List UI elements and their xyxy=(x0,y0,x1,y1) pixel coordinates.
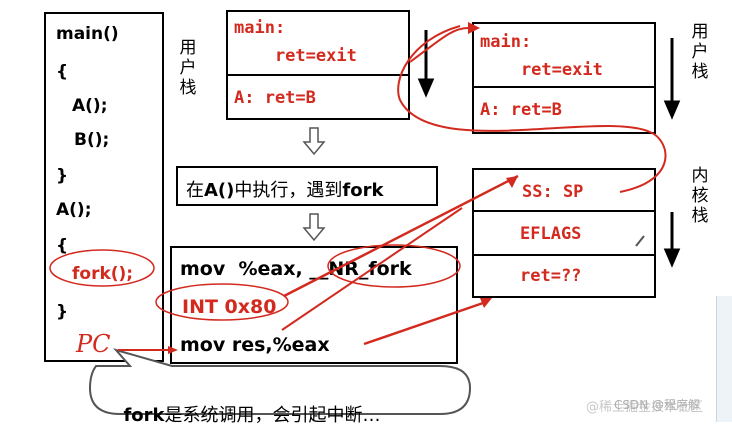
asm-box: mov %eax, __NR_fork INT 0x80 mov res,%ea… xyxy=(170,246,458,364)
left-stack-main-label: main: xyxy=(234,18,286,38)
asm-line-2: INT 0x80 xyxy=(182,296,277,318)
asm-line-3: mov res,%eax xyxy=(180,334,330,356)
exec-bold-a: A() xyxy=(204,180,235,201)
code-line-brace-close: } xyxy=(56,166,69,186)
kernel-divider-2 xyxy=(474,254,654,256)
int-to-ss-arrow xyxy=(283,174,519,298)
right-user-stack: main: ret=exit A: ret=B xyxy=(472,22,656,134)
code-line-brace-close-2: } xyxy=(56,302,69,322)
kernel-divider-1 xyxy=(474,210,654,212)
exec-prefix: 在 xyxy=(186,180,204,201)
left-stack-ret-exit: ret=exit xyxy=(234,46,357,66)
down-arrow-left-stack xyxy=(417,30,435,98)
fork-circle xyxy=(49,249,155,287)
left-stack-ret-b: A: ret=B xyxy=(234,88,316,108)
code-line-b-call: B(); xyxy=(74,130,110,150)
mov-to-ret-arrow xyxy=(363,300,487,346)
kernel-stack-label: 内 核 栈 xyxy=(691,166,709,226)
left-stack-divider xyxy=(228,74,408,76)
int80-circle xyxy=(155,283,289,321)
code-line-a-def: A(); xyxy=(56,200,92,220)
right-stack-ret-b: A: ret=B xyxy=(480,100,562,120)
nr-fork-circle xyxy=(327,244,461,288)
exec-middle: 中执行，遇到 xyxy=(234,180,343,201)
sp-link-curve xyxy=(409,27,469,63)
code-line-brace-open-2: { xyxy=(56,236,69,256)
cursor-mark xyxy=(635,235,645,247)
kernel-stack: SS: SP EFLAGS ret=?? xyxy=(472,168,656,298)
hollow-arrow-2 xyxy=(302,213,326,242)
code-line-fork: fork(); xyxy=(72,264,134,284)
code-panel: main() { A(); B(); } A(); { fork(); } xyxy=(44,12,164,362)
watermark: @稀土掘金技术社区 xyxy=(586,400,704,415)
exec-fork: fork xyxy=(342,180,384,201)
right-stack-ret-exit: ret=exit xyxy=(480,60,603,80)
watermark-csdn: CSDN @程序解 xyxy=(614,398,701,412)
left-user-stack: main: ret=exit A: ret=B xyxy=(226,10,410,120)
down-arrow-right-stack xyxy=(663,38,681,120)
right-stack-divider xyxy=(474,86,654,88)
hollow-arrow-1 xyxy=(302,127,326,156)
right-stack-main-label: main: xyxy=(480,32,532,52)
down-arrow-kernel-stack xyxy=(663,212,681,268)
kernel-cell-ret: ret=?? xyxy=(520,266,582,286)
exec-box: 在A()中执行，遇到fork xyxy=(176,166,438,206)
side-panel-edge xyxy=(716,296,732,422)
kernel-cell-ss-sp: SS: SP xyxy=(522,182,584,202)
code-line-brace-open: { xyxy=(56,62,69,82)
callout-text: fork是系统调用，会引起中断… xyxy=(123,405,381,426)
ss-sp-curve xyxy=(397,25,667,193)
asm-line-1: mov %eax, __NR_fork xyxy=(180,258,412,280)
user-stack-label-left: 用 户 栈 xyxy=(179,38,197,98)
kernel-cell-eflags: EFLAGS xyxy=(520,224,582,244)
user-stack-label-right: 用 户 栈 xyxy=(691,22,709,82)
code-line-a-call: A(); xyxy=(72,96,108,116)
asm-to-kernel-arrow xyxy=(281,207,463,331)
pc-label: PC xyxy=(76,330,111,358)
code-line-main: main() xyxy=(56,24,119,44)
